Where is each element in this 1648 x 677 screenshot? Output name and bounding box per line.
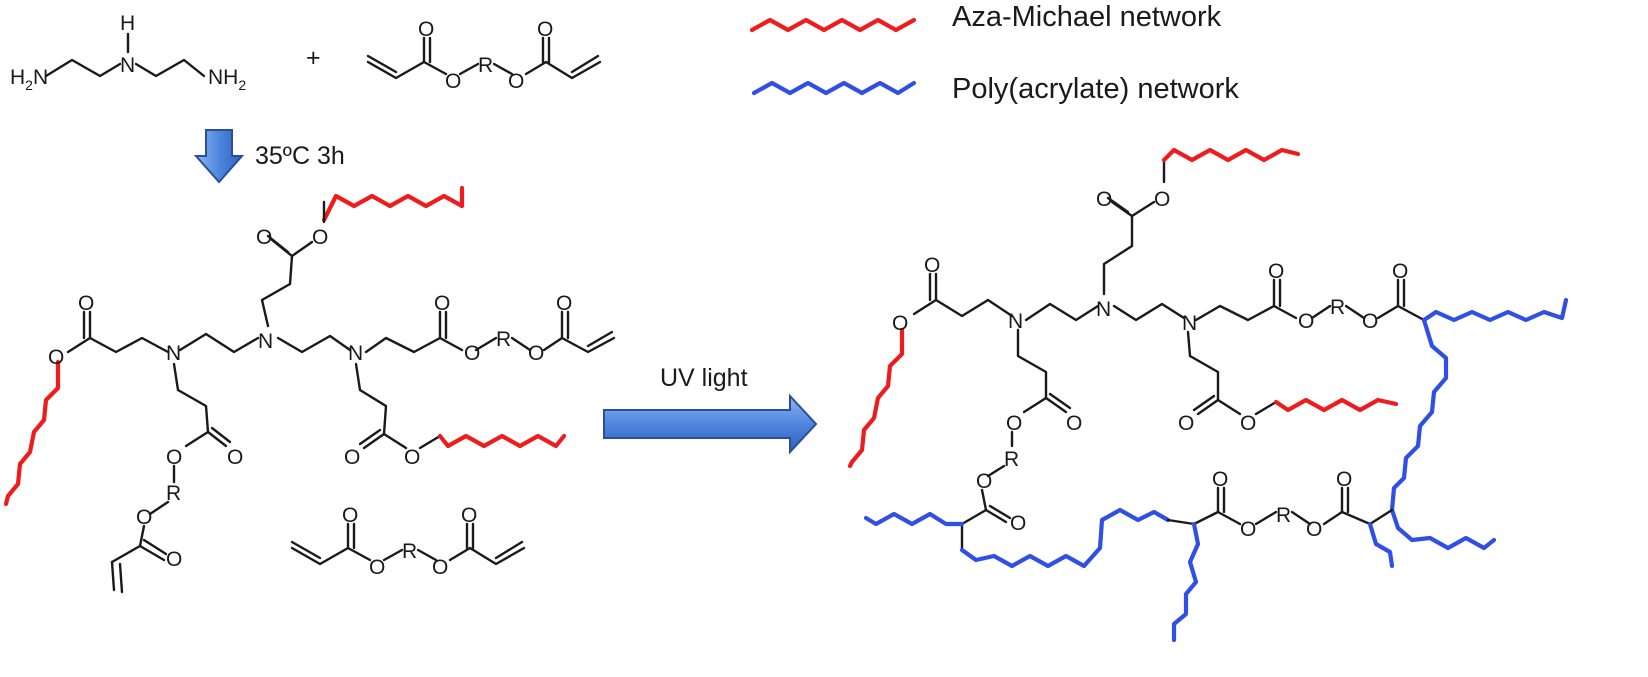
thermal-step-arrow bbox=[193, 129, 245, 184]
svg-text:O: O bbox=[1336, 468, 1352, 491]
free-diacrylate: O O R O O bbox=[290, 504, 526, 579]
svg-text:O: O bbox=[432, 556, 448, 579]
svg-text:O: O bbox=[227, 446, 243, 469]
svg-text:O: O bbox=[537, 18, 553, 41]
svg-text:N: N bbox=[348, 342, 363, 365]
svg-text:N: N bbox=[1182, 312, 1197, 335]
crosslinked-network: N N N O O O O O O R O O O O R O O O O O … bbox=[847, 147, 1569, 643]
svg-text:O: O bbox=[1154, 188, 1170, 211]
svg-text:O: O bbox=[1096, 188, 1112, 211]
reactant-diacrylate: O O R O O bbox=[366, 18, 602, 93]
svg-text:O: O bbox=[48, 346, 64, 369]
svg-text:O: O bbox=[1298, 310, 1314, 333]
uv-step-arrow bbox=[603, 393, 818, 455]
svg-text:R: R bbox=[1004, 448, 1019, 471]
svg-text:O: O bbox=[892, 312, 908, 335]
svg-text:O: O bbox=[342, 504, 358, 527]
svg-text:R: R bbox=[496, 328, 511, 351]
svg-text:R: R bbox=[1276, 504, 1291, 527]
plus-sign: + bbox=[306, 44, 321, 72]
svg-text:N: N bbox=[1096, 298, 1111, 321]
svg-text:H: H bbox=[120, 12, 135, 35]
svg-text:O: O bbox=[78, 292, 94, 315]
svg-text:O: O bbox=[556, 292, 572, 315]
legend-polyacrylate-label: Poly(acrylate) network bbox=[952, 73, 1239, 105]
svg-text:NH2: NH2 bbox=[208, 66, 246, 93]
svg-text:O: O bbox=[1178, 412, 1194, 435]
intermediate-oligomer: N N N O O O O O O R O O O O R O O O O bbox=[3, 185, 616, 594]
svg-text:O: O bbox=[1066, 412, 1082, 435]
svg-text:O: O bbox=[461, 504, 477, 527]
svg-text:O: O bbox=[418, 18, 434, 41]
svg-text:O: O bbox=[434, 292, 450, 315]
legend-aza-michael-label: Aza-Michael network bbox=[952, 1, 1222, 33]
svg-text:O: O bbox=[924, 254, 940, 277]
svg-text:O: O bbox=[166, 548, 182, 571]
svg-text:N: N bbox=[258, 330, 273, 353]
svg-text:O: O bbox=[1306, 518, 1322, 541]
svg-text:N: N bbox=[166, 342, 181, 365]
svg-text:O: O bbox=[1392, 260, 1408, 283]
svg-text:O: O bbox=[464, 342, 480, 365]
svg-text:R: R bbox=[478, 54, 493, 77]
svg-text:R: R bbox=[1330, 296, 1345, 319]
svg-text:R: R bbox=[166, 482, 181, 505]
svg-text:O: O bbox=[312, 226, 328, 249]
legend-polyacrylate-line bbox=[751, 80, 917, 96]
svg-text:O: O bbox=[344, 446, 360, 469]
reactant-diethylenetriamine: H2N N H NH2 bbox=[10, 12, 246, 93]
legend-aza-michael-line bbox=[749, 17, 917, 33]
svg-text:N: N bbox=[1008, 310, 1023, 333]
svg-text:N: N bbox=[120, 54, 135, 77]
svg-text:O: O bbox=[1268, 260, 1284, 283]
svg-text:O: O bbox=[508, 70, 524, 93]
svg-text:H2N: H2N bbox=[10, 66, 48, 93]
svg-text:O: O bbox=[1006, 412, 1022, 435]
svg-text:O: O bbox=[1212, 468, 1228, 491]
svg-text:O: O bbox=[445, 70, 461, 93]
svg-text:O: O bbox=[404, 446, 420, 469]
svg-text:O: O bbox=[166, 446, 182, 469]
svg-text:O: O bbox=[256, 226, 272, 249]
svg-text:O: O bbox=[136, 506, 152, 529]
uv-step-label: UV light bbox=[660, 364, 748, 392]
svg-text:O: O bbox=[528, 342, 544, 365]
svg-text:O: O bbox=[1240, 518, 1256, 541]
legend: Aza-Michael network Poly(acrylate) netwo… bbox=[749, 1, 1239, 105]
svg-text:O: O bbox=[1010, 512, 1026, 535]
svg-text:O: O bbox=[976, 470, 992, 493]
svg-text:O: O bbox=[1362, 310, 1378, 333]
svg-text:O: O bbox=[1240, 412, 1256, 435]
thermal-step-label: 35ºC 3h bbox=[255, 142, 345, 170]
svg-text:R: R bbox=[402, 540, 417, 563]
svg-text:O: O bbox=[369, 556, 385, 579]
